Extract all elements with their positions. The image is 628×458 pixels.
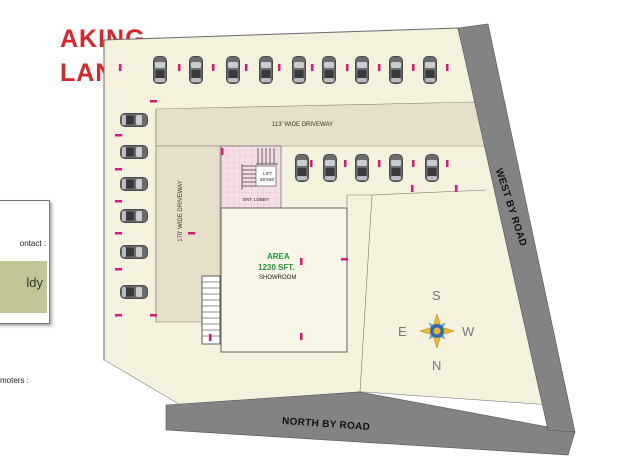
compass-e: E bbox=[398, 324, 407, 339]
showroom-area bbox=[220, 207, 348, 353]
contact-box: ldy bbox=[0, 261, 47, 313]
lift-label: LIFT bbox=[263, 171, 273, 176]
cars-top-row bbox=[153, 56, 437, 84]
contact-card: ontact : ldy bbox=[0, 200, 50, 324]
area-label: AREA bbox=[267, 252, 290, 261]
lobby-label: ENT. LOBBY bbox=[243, 197, 270, 202]
promoters-label: moters : bbox=[0, 376, 29, 385]
compass-rose bbox=[419, 313, 455, 349]
compass-s: S bbox=[432, 288, 441, 303]
top-driveway-label: 113' WIDE DRIVEWAY bbox=[272, 122, 334, 128]
open-area-boundary bbox=[346, 189, 487, 208]
west-road bbox=[457, 23, 576, 433]
compass-n: N bbox=[432, 358, 442, 373]
parking-markers bbox=[115, 64, 458, 341]
area-value: 1230 SFT. bbox=[258, 263, 295, 272]
showroom-label: SHOWROOM bbox=[259, 275, 297, 281]
lift-size-label: 56'X58' bbox=[260, 177, 275, 182]
contact-box-text: ldy bbox=[26, 275, 43, 290]
north-road bbox=[165, 391, 576, 456]
staircase bbox=[201, 275, 221, 345]
contact-label: ontact : bbox=[19, 239, 46, 248]
lift-box bbox=[255, 165, 277, 187]
side-driveway-label: 170' WIDE DRIVEWAY bbox=[177, 180, 184, 242]
compass-w: W bbox=[462, 324, 475, 339]
